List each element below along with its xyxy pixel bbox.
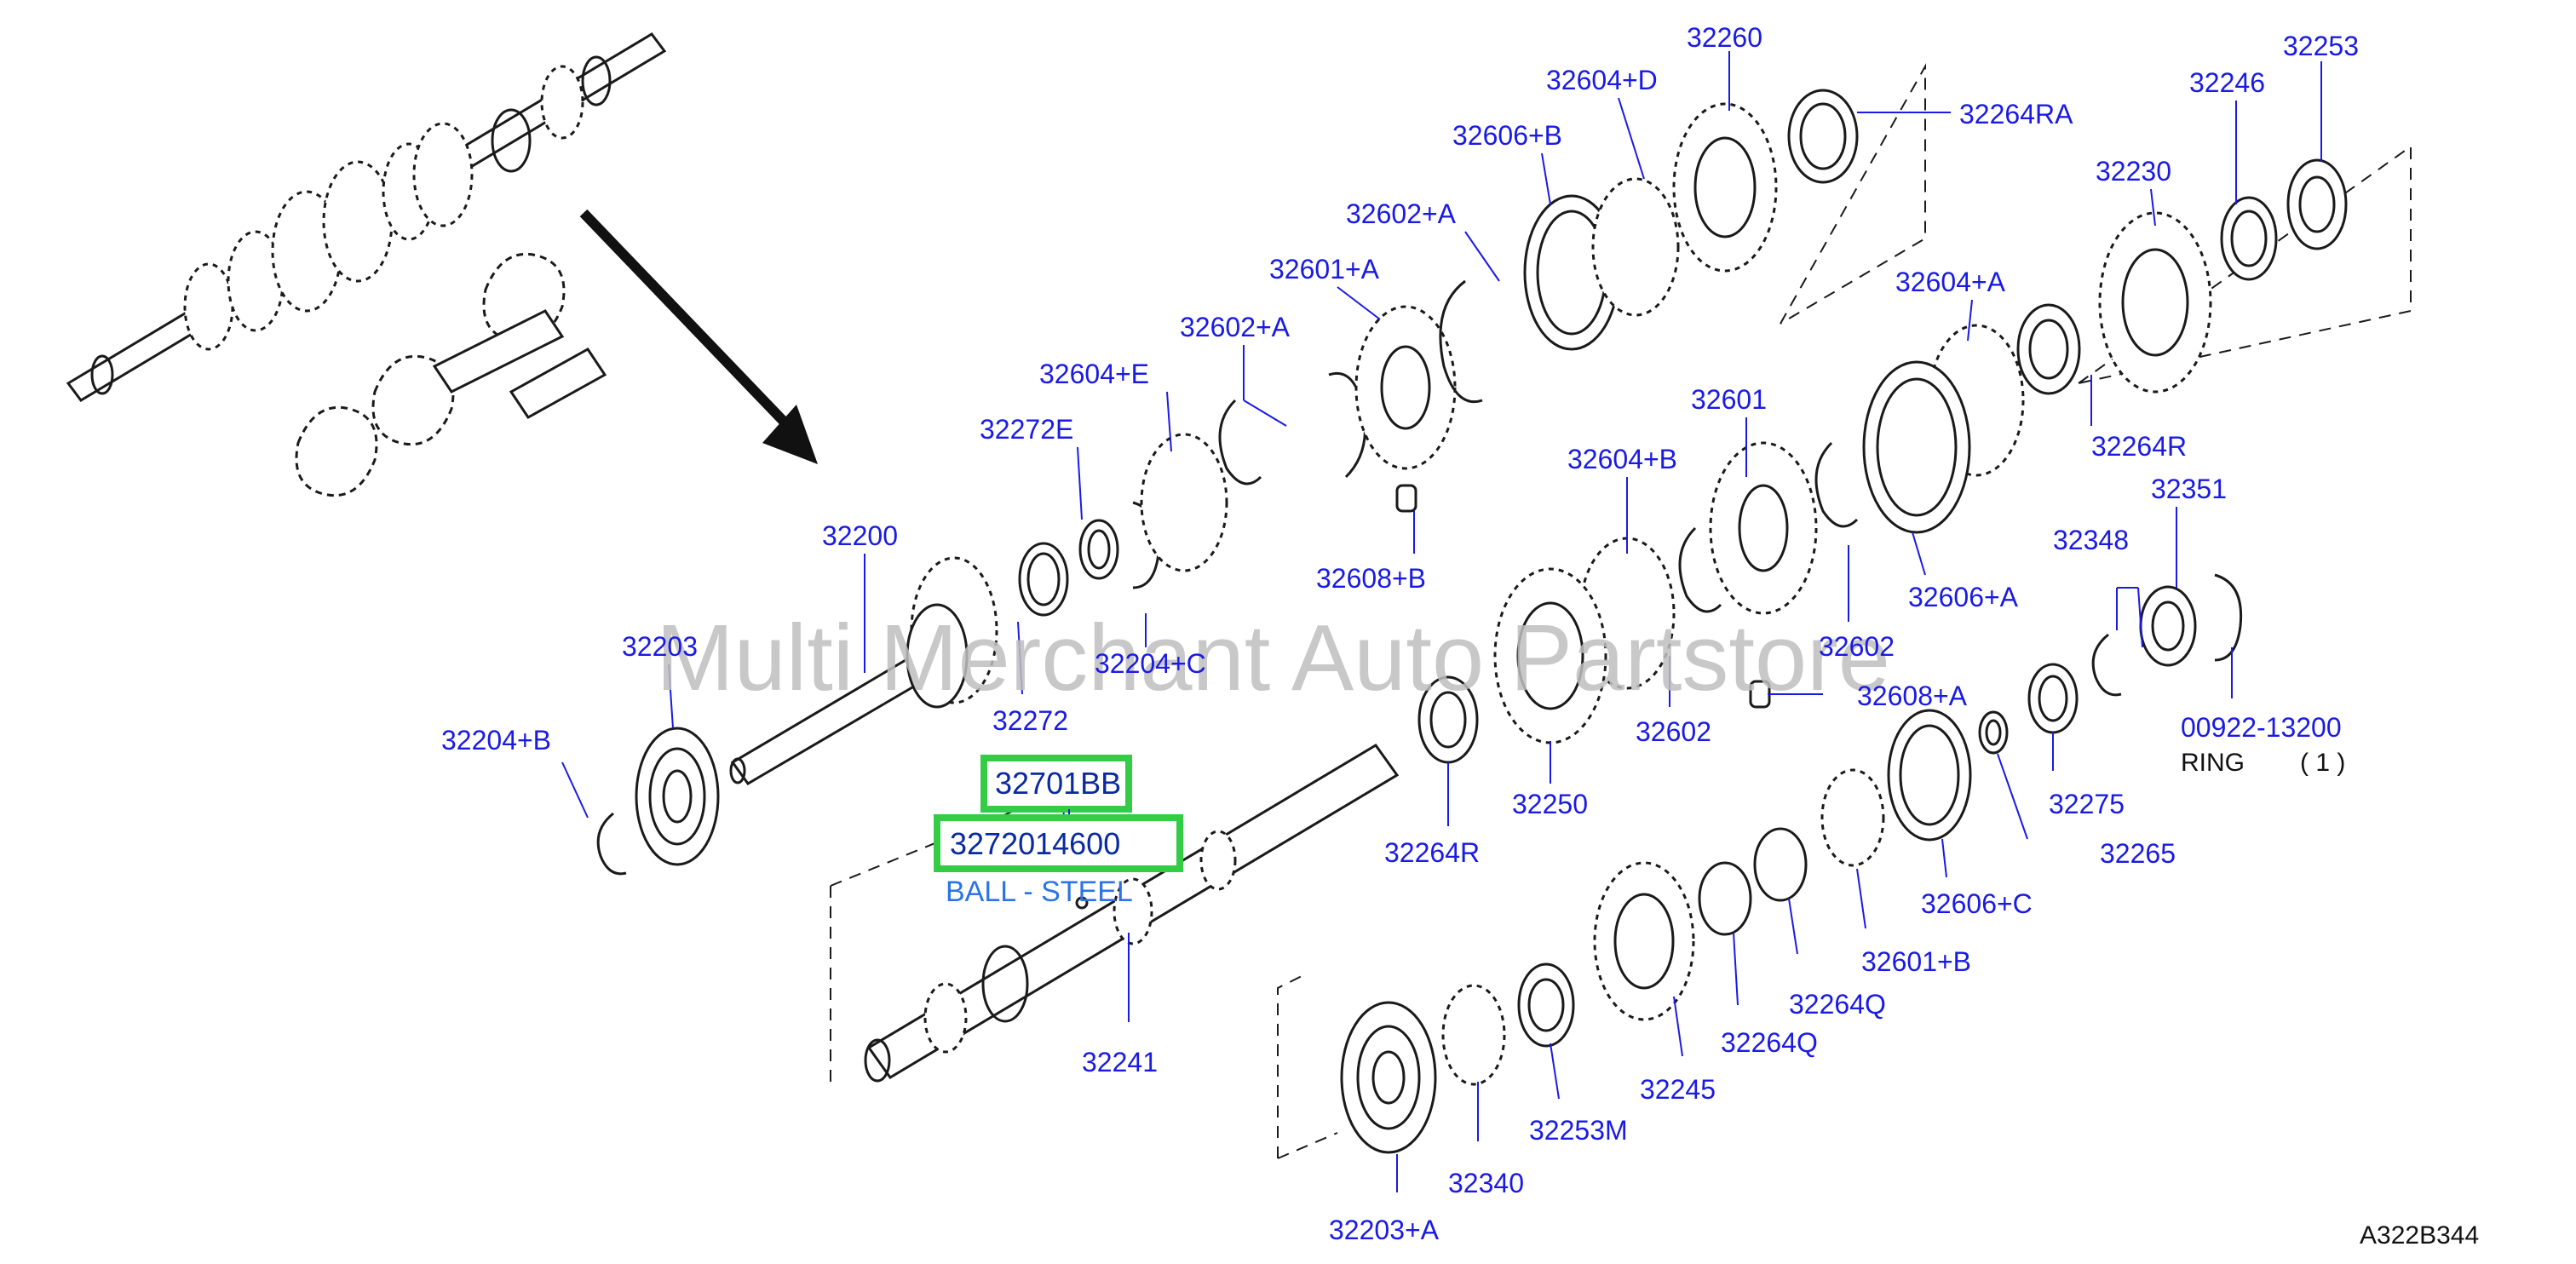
hub-32601a: [1218, 279, 1483, 513]
label-32604b[interactable]: 32604+B: [1567, 444, 1677, 474]
label-32264q-upper[interactable]: 32264Q: [1789, 989, 1886, 1020]
label-32264r-top[interactable]: 32264R: [2091, 431, 2187, 462]
label-32601b[interactable]: 32601+B: [1861, 946, 1971, 977]
label-32606b[interactable]: 32606+B: [1452, 120, 1562, 151]
ring-quantity: ( 1 ): [2300, 749, 2345, 777]
highlight-box-primary[interactable]: [980, 755, 1132, 813]
label-32264r-low[interactable]: 32264R: [1384, 837, 1480, 868]
gear-group-32260: [1523, 89, 1859, 351]
label-32340[interactable]: 32340: [1448, 1168, 1524, 1198]
synchro-32604a: [1862, 324, 2025, 534]
label-32253m[interactable]: 32253M: [1529, 1115, 1628, 1146]
label-32245[interactable]: 32245: [1640, 1074, 1716, 1105]
highlight-secondary-number[interactable]: 3272014600: [950, 826, 1120, 861]
label-32250[interactable]: 32250: [1512, 789, 1588, 819]
snap-ring-32204b: [596, 812, 627, 876]
label-32253[interactable]: 32253: [2283, 31, 2359, 61]
hub-32601: [1678, 441, 1859, 709]
overview-assembly: [66, 32, 667, 497]
label-32203[interactable]: 32203: [622, 631, 698, 662]
label-32275[interactable]: 32275: [2049, 789, 2125, 819]
highlighted-part[interactable]: 32701BB 3272014600 BALL - STEEL: [934, 755, 1183, 908]
label-32246[interactable]: 32246: [2189, 67, 2265, 98]
label-00922-13200[interactable]: 00922-13200: [2181, 712, 2342, 743]
input-shaft-32200: [729, 556, 998, 785]
label-32272e[interactable]: 32272E: [980, 414, 1073, 445]
part-labels: 32260 32253 32604+D 32246 32264RA 32606+…: [441, 22, 2359, 1245]
leader-lines: [561, 51, 2322, 1192]
bottom-cluster: [1340, 573, 2243, 1154]
label-32604e[interactable]: 32604+E: [1039, 359, 1149, 389]
direction-arrow: [579, 209, 818, 464]
gear-32230: [2016, 211, 2212, 395]
label-32265[interactable]: 32265: [2100, 838, 2176, 869]
label-32204b[interactable]: 32204+B: [441, 725, 551, 756]
label-32264q-lower[interactable]: 32264Q: [1721, 1027, 1818, 1058]
highlight-description: BALL - STEEL: [946, 876, 1133, 908]
needle-bearing-32272e: [1018, 501, 1161, 617]
highlight-primary-number[interactable]: 32701BB: [995, 766, 1121, 801]
label-32602-mid[interactable]: 32602: [1819, 631, 1895, 662]
label-32602-low[interactable]: 32602: [1636, 716, 1711, 747]
label-32203a[interactable]: 32203+A: [1329, 1215, 1440, 1245]
bearing-32203: [635, 727, 720, 866]
label-32606a[interactable]: 32606+A: [1908, 582, 2019, 612]
watermark: Multi Merchant Auto Partstore: [656, 606, 1890, 710]
label-32608b[interactable]: 32608+B: [1316, 563, 1426, 594]
collar-32246-32253: [2220, 158, 2348, 281]
synchro-ring-32604e: [1140, 433, 1228, 572]
main-shaft-32241: [864, 744, 1400, 1083]
label-32604a[interactable]: 32604+A: [1895, 267, 2006, 297]
label-32260[interactable]: 32260: [1687, 22, 1762, 53]
label-32272[interactable]: 32272: [992, 705, 1068, 736]
label-32241[interactable]: 32241: [1082, 1047, 1158, 1077]
label-32348[interactable]: 32348: [2053, 525, 2129, 555]
label-32351[interactable]: 32351: [2151, 474, 2227, 504]
label-32204c[interactable]: 32204+C: [1095, 648, 1206, 679]
label-32601[interactable]: 32601: [1691, 384, 1767, 415]
diagram-code: A322B344: [2360, 1221, 2479, 1250]
label-32606c[interactable]: 32606+C: [1921, 888, 2033, 919]
label-32602a[interactable]: 32602+A: [1180, 312, 1291, 342]
gear-32250: [1417, 537, 1676, 764]
label-32230[interactable]: 32230: [2096, 156, 2171, 187]
label-32602a-top[interactable]: 32602+A: [1346, 198, 1457, 229]
highlight-box-secondary[interactable]: [934, 814, 1183, 872]
label-32604d[interactable]: 32604+D: [1546, 65, 1658, 95]
label-32200[interactable]: 32200: [822, 520, 898, 551]
label-32601a[interactable]: 32601+A: [1269, 254, 1380, 284]
label-32608a[interactable]: 32608+A: [1857, 681, 1968, 711]
ring-label: RING: [2181, 749, 2245, 777]
label-32264ra[interactable]: 32264RA: [1959, 99, 2073, 129]
